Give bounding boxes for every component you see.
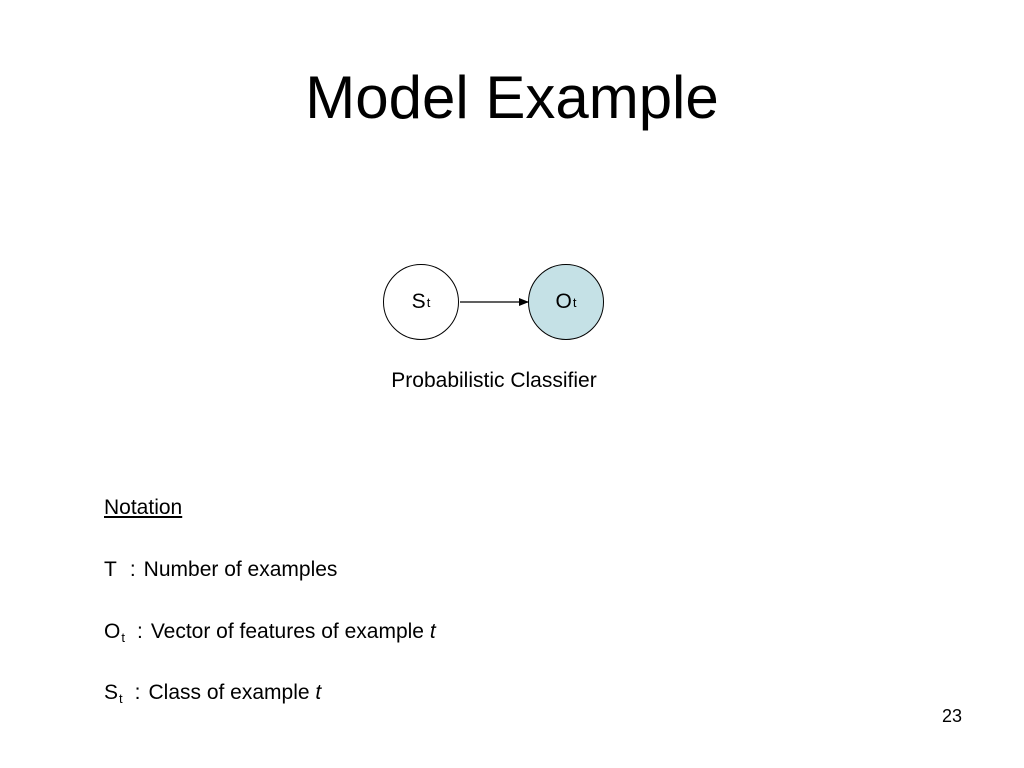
node-state-letter: S <box>411 290 426 313</box>
slide-title: Model Example <box>305 64 719 131</box>
page-number: 23 <box>941 706 962 726</box>
notation-separator: : <box>129 558 136 581</box>
notation-symbol: St <box>104 681 123 706</box>
notation-row-o: Ot: Vector of features of example t <box>104 619 436 651</box>
node-state-subscript: t <box>426 294 431 310</box>
node-observation-letter: O <box>555 290 572 313</box>
notation-symbol: T <box>104 558 117 581</box>
notation-description: Number of examples <box>143 558 338 581</box>
notation-separator: : <box>136 620 143 643</box>
diagram-edges <box>460 298 529 306</box>
node-observation-subscript: t <box>572 294 577 310</box>
notation-row-t: T: Number of examples <box>104 557 337 589</box>
notation-description: Vector of features of example t <box>150 620 436 643</box>
notation-separator: : <box>134 681 141 704</box>
notation-heading: Notation <box>104 496 183 519</box>
notation-section: Notation T: Number of examples Ot: Vector … <box>104 495 436 706</box>
diagram-caption: Probabilistic Classifier <box>391 369 597 392</box>
notation-symbol: Ot <box>104 620 125 645</box>
notation-row-s: St: Class of example t <box>104 680 321 712</box>
notation-description: Class of example t <box>148 681 322 704</box>
